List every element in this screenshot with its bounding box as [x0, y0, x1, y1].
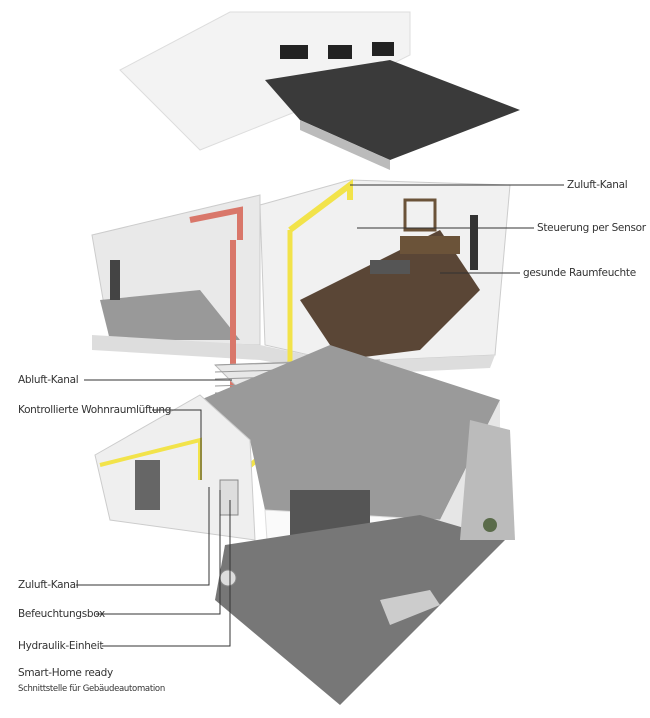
terrace: [215, 515, 505, 705]
label-zuluft-kanal-upper: Zuluft-Kanal: [567, 179, 628, 191]
footer-subtitle: Schnittstelle für Gebäudeautomation: [18, 684, 165, 694]
upper-floor: [91, 179, 511, 375]
label-hydraulik-einheit: Hydraulik-Einheit: [18, 640, 104, 652]
roof: [119, 11, 520, 170]
label-befeuchtungsbox: Befeuchtungsbox: [18, 608, 105, 620]
label-zuluft-kanal-lower: Zuluft-Kanal: [18, 579, 79, 591]
label-abluft-kanal: Abluft-Kanal: [18, 374, 79, 386]
footer-title: Smart-Home ready: [18, 667, 113, 679]
label-kontrollierte-wohnraumlueftung: Kontrollierte Wohnraumlüftung: [18, 404, 172, 416]
label-gesunde-raumfeuchte: gesunde Raumfeuchte: [523, 267, 636, 279]
label-steuerung-per-sensor: Steuerung per Sensor: [537, 222, 646, 234]
leader-lines: [76, 184, 564, 647]
